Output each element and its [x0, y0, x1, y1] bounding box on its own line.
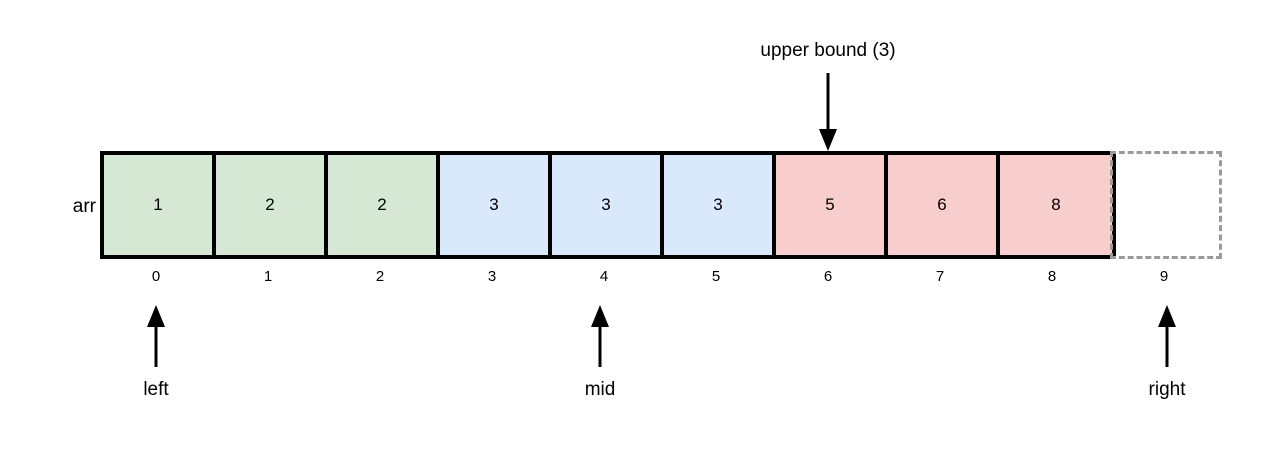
array-cell: 2	[328, 155, 440, 255]
cell-value: 3	[601, 195, 611, 214]
array-cell: 1	[104, 155, 216, 255]
array-cell: 5	[776, 155, 888, 255]
left-pointer-label: left	[143, 379, 169, 400]
cell-value: 1	[153, 195, 163, 214]
index-label: 7	[935, 268, 945, 285]
array-cell: 6	[888, 155, 1000, 255]
cell-value: 8	[1051, 195, 1061, 214]
index-label-row: 0 1 2 3 4 5 6 7 8 9	[100, 268, 1220, 285]
index-label: 0	[151, 268, 161, 285]
index-label: 3	[487, 268, 497, 285]
index-label: 5	[711, 268, 721, 285]
cell-value: 5	[825, 195, 835, 214]
cell-value: 3	[713, 195, 723, 214]
array-cell: 3	[552, 155, 664, 255]
array-cell: 3	[664, 155, 776, 255]
left-pointer-arrow-up-icon	[141, 305, 171, 367]
cell-value: 2	[265, 195, 275, 214]
index-label: 2	[375, 268, 385, 285]
cell-value: 6	[937, 195, 947, 214]
array-cell: 8	[1000, 155, 1112, 255]
index-label: 4	[599, 268, 609, 285]
mid-pointer-label: mid	[584, 379, 616, 400]
upper-bound-label: upper bound (3)	[760, 40, 896, 61]
array-cell-ghost	[1110, 151, 1222, 259]
upper-bound-arrow-down-icon	[813, 73, 843, 153]
cell-value: 3	[489, 195, 499, 214]
cell-value: 2	[377, 195, 387, 214]
right-pointer-label: right	[1148, 379, 1186, 400]
index-label: 9	[1159, 268, 1169, 285]
index-label: 1	[263, 268, 273, 285]
array-cell: 3	[440, 155, 552, 255]
right-pointer-arrow-up-icon	[1152, 305, 1182, 367]
mid-pointer-arrow-up-icon	[585, 305, 615, 367]
index-label: 6	[823, 268, 833, 285]
array-container: 1 2 2 3 3 3 5 6 8	[100, 151, 1116, 259]
array-name-label: arr	[72, 196, 96, 217]
array-cell: 2	[216, 155, 328, 255]
index-label: 8	[1047, 268, 1057, 285]
